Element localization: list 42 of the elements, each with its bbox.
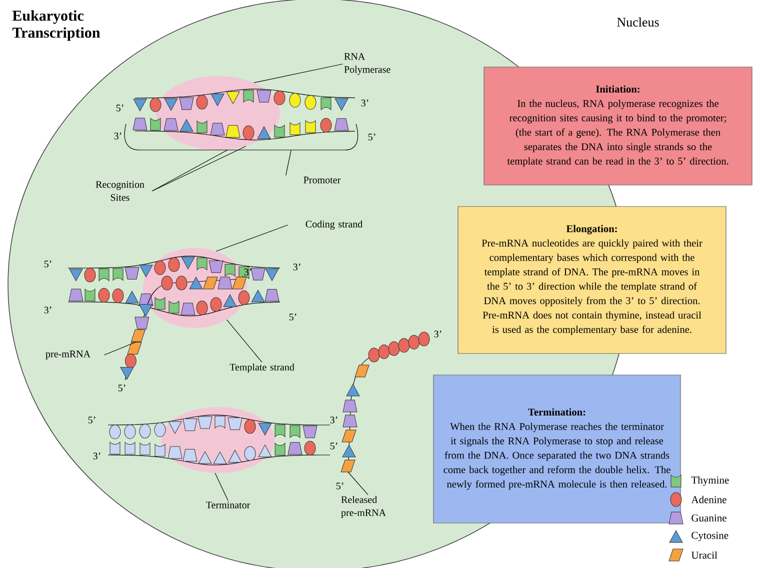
strand-end-label: 5’ — [336, 482, 344, 490]
info-box: Elongation: Pre-mRNA nucleotides are quickly paired with their complementary bases which correspond with the template strand of DNA. The pre-mRNA moves in the 5’ to 3’ direction while the template strand of DNA moves oppositely from the 3’ to 5’ direction. Pre-mRNA does not contain thymine, instead uracil is used as the complementary base for adenine. — [458, 206, 726, 354]
legend-label: Adenine — [691, 496, 726, 504]
leader-line — [214, 472, 228, 501]
part-label: Template strand — [230, 363, 294, 373]
title: Eukaryotic Transcription — [12, 10, 100, 41]
strand-end-label: 3’ — [434, 330, 442, 338]
nucleus-label: Nucleus — [617, 17, 659, 27]
leader-line — [348, 472, 368, 496]
bracket — [124, 124, 358, 150]
part-label: Recognition Sites — [96, 181, 144, 201]
part-label: pre-mRNA — [46, 350, 90, 360]
strand-end-label: 3’ — [244, 268, 252, 276]
part-label: Terminator — [206, 502, 250, 508]
strand-end-label: 5’ — [368, 134, 376, 140]
leader-line — [152, 149, 228, 192]
leader-line — [152, 146, 246, 192]
info-box: Termination: When the RNA Polymerase reaches the terminator it signals the RNA Polymerase to stop and release from the DNA. Once separated the two DNA strands come back together and reform the double helix. The newly formed pre-mRNA molecule is then released. — [433, 374, 681, 524]
leader-line — [254, 64, 344, 83]
legend-label: Guanine — [692, 514, 726, 522]
strand-end-label: 5’ — [88, 416, 96, 424]
part-label: Released pre-mRNA — [341, 496, 386, 518]
rna-strand-drawing — [340, 332, 430, 472]
info-box: Initiation: In the nucleus, RNA polymerase recognizes the recognition sites causing it to bind to the promoter; (the start of a gene). The RNA Polymerase then separates the DNA into single strands so the template strand can be read in the 3’ to 5’ direction. — [484, 66, 752, 186]
legend-label: Uracil — [691, 551, 718, 559]
part-label: RNA Polymerase — [344, 53, 390, 75]
strand-end-label: 3’ — [44, 306, 52, 314]
leader-line — [226, 320, 262, 363]
legend-label: Cytosine — [692, 532, 728, 542]
strand-end-label: 3’ — [93, 452, 100, 460]
strand-end-label: 3’ — [293, 264, 300, 270]
strand-end-label: 3’ — [361, 100, 368, 106]
part-label: Promoter — [304, 176, 341, 184]
part-label: Coding strand — [306, 220, 362, 230]
leader-line — [216, 224, 288, 252]
legend-label: Thymine — [691, 476, 729, 486]
strand-end-label: 5’ — [118, 384, 126, 392]
strand-end-label: 5’ — [289, 314, 296, 320]
strand-end-label: 5’ — [44, 260, 52, 268]
leader-line — [104, 342, 136, 356]
strand-end-label: 5’ — [116, 104, 124, 112]
leader-line — [286, 150, 292, 176]
